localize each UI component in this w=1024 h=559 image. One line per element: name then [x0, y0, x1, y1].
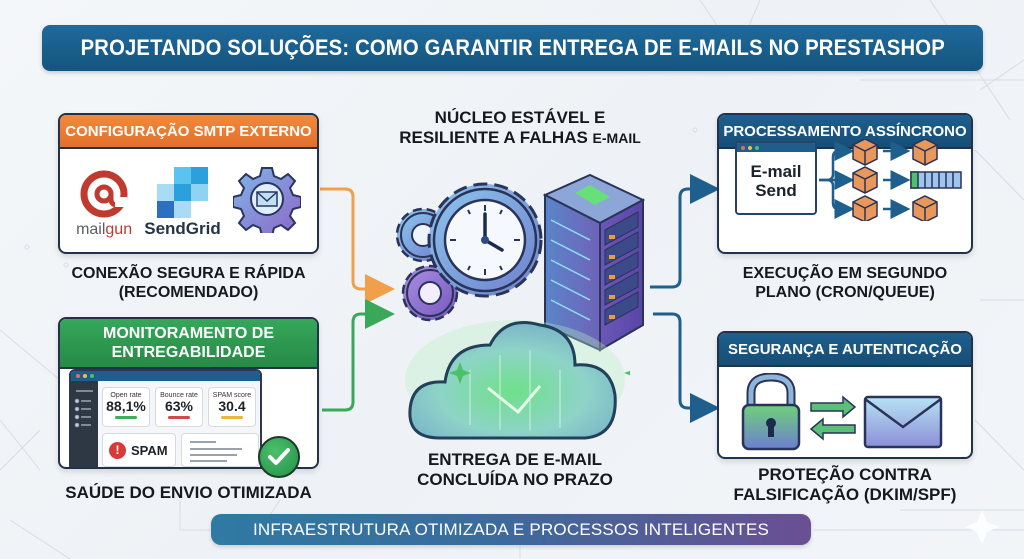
mailgun-text-suffix: gun	[105, 221, 133, 238]
monitor-header-line1: MONITORAMENTO DE	[103, 325, 274, 342]
lock-icon	[741, 373, 801, 451]
metric-label: Bounce rate	[160, 392, 198, 399]
core-title-line2: RESILIENTE A FALHAS	[399, 128, 588, 147]
smtp-caption-line2: (RECOMENDADO)	[118, 284, 259, 301]
email-send-line1: E-mail	[750, 162, 802, 181]
async-caption: EXECUÇÃO EM SEGUNDO PLANO (CRON/QUEUE)	[717, 264, 973, 302]
async-processing-card: PROCESSAMENTO ASSÍNCRONO E-mail Send	[717, 113, 973, 254]
smtp-caption-line1: CONEXÃO SEGURA E RÁPIDA	[71, 265, 306, 282]
dashboard-sidebar	[71, 381, 98, 467]
metric-label: Open rate	[110, 392, 142, 399]
title-banner: PROJETANDO SOLUÇÕES: COMO GARANTIR ENTRE…	[42, 25, 983, 71]
delivery-caption: ENTREGA DE E-MAIL CONCLUÍDA NO PRAZO	[390, 450, 640, 490]
security-caption: PROTEÇÃO CONTRA FALSIFICAÇÃO (DKIM/SPF)	[717, 465, 973, 505]
smtp-caption: CONEXÃO SEGURA E RÁPIDA (RECOMENDADO)	[58, 264, 319, 302]
success-check-icon	[258, 436, 300, 478]
security-auth-card: SEGURANÇA E AUTENTICAÇÃO	[717, 331, 973, 459]
gear-envelope-icon	[232, 165, 301, 233]
alert-icon: !	[109, 441, 126, 459]
delivery-caption-line1: ENTREGA DE E-MAIL	[427, 450, 603, 469]
metric-bar	[168, 416, 190, 419]
sendgrid-logo: SendGrid	[144, 167, 221, 239]
security-auth-header: SEGURANÇA E AUTENTICAÇÃO	[719, 333, 971, 367]
metric-bar	[221, 416, 243, 419]
core-title-line1: NÚCLEO ESTÁVEL E	[434, 108, 606, 127]
core-title-suffix: E-MAIL	[592, 130, 641, 146]
deliverability-monitor-header: MONITORAMENTO DE ENTREGABILIDADE	[60, 319, 317, 369]
cloud-check-illustration	[405, 320, 630, 440]
metric-label: SPAM score	[212, 392, 252, 399]
lock-email-exchange-illustration	[741, 373, 943, 451]
mailgun-text-prefix: mail	[76, 221, 106, 238]
footer-text: INFRAESTRUTURA OTIMIZADA E PROCESSOS INT…	[252, 519, 770, 539]
metric-value: 30.4	[218, 398, 246, 414]
async-caption-line1: EXECUÇÃO EM SEGUNDO	[742, 265, 948, 282]
email-send-window: E-mail Send	[735, 141, 817, 215]
delivery-caption-line2: CONCLUÍDA NO PRAZO	[417, 470, 613, 489]
server-rack-icon	[542, 173, 646, 352]
clock-gear-icon	[427, 182, 543, 298]
metric-open-rate: Open rate 88,1%	[102, 387, 150, 427]
metric-bar	[115, 416, 137, 419]
spam-label: SPAM	[131, 442, 168, 458]
sendgrid-squares-icon	[156, 167, 208, 218]
metric-value: 63%	[164, 398, 194, 414]
smtp-config-header: CONFIGURAÇÃO SMTP EXTERNO	[60, 115, 317, 149]
spam-alert: ! SPAM	[102, 433, 176, 467]
email-send-line2: Send	[755, 181, 797, 200]
metric-bounce-rate: Bounce rate 63%	[155, 387, 203, 427]
footer-banner: INFRAESTRUTURA OTIMIZADA E PROCESSOS INT…	[211, 514, 811, 545]
queue-flow-diagram	[819, 139, 962, 221]
exchange-arrows-icon	[809, 395, 857, 441]
dashboard-window: Open rate 88,1% Bounce rate 63% SPAM sco…	[69, 369, 262, 467]
mailgun-logo: mailgun	[76, 169, 132, 239]
envelope-icon	[863, 395, 943, 449]
sendgrid-text: SendGrid	[144, 219, 221, 238]
monitor-caption: SAÚDE DO ENVIO OTIMIZADA	[65, 483, 312, 502]
security-caption-line1: PROTEÇÃO CONTRA	[758, 465, 932, 484]
async-caption-line2: PLANO (CRON/QUEUE)	[755, 284, 935, 301]
text-lines-panel	[181, 433, 259, 467]
metric-spam-score: SPAM score 30.4	[208, 387, 256, 427]
smtp-config-card: CONFIGURAÇÃO SMTP EXTERNO mailgun SendGr…	[58, 113, 319, 254]
mailgun-at-icon	[80, 170, 128, 218]
core-title: NÚCLEO ESTÁVEL E RESILIENTE A FALHAS E-M…	[370, 108, 670, 148]
monitor-header-line2: ENTREGABILIDADE	[111, 344, 266, 361]
page-title: PROJETANDO SOLUÇÕES: COMO GARANTIR ENTRE…	[80, 35, 945, 60]
metric-value: 88,1%	[106, 398, 146, 414]
security-caption-line2: FALSIFICAÇÃO (DKIM/SPF)	[733, 485, 957, 504]
gears-clock-server-illustration	[395, 173, 646, 352]
